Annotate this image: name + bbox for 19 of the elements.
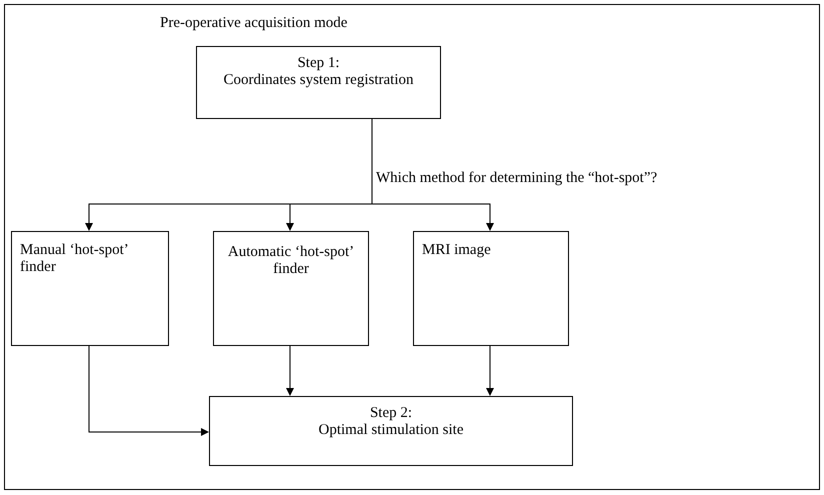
question-label: Which method for determining the “hot-spot”? — [376, 170, 658, 187]
arrow — [486, 344, 494, 396]
frame — [4, 4, 820, 490]
arrow — [286, 344, 294, 396]
process-box — [213, 231, 369, 346]
arrow — [88, 344, 209, 436]
box-text: Automatic ‘hot-spot’ finder — [226, 244, 356, 278]
box-text: Manual ‘hot-spot’ finder — [20, 242, 129, 276]
arrow — [372, 118, 494, 231]
process-box — [413, 231, 569, 346]
process-box — [196, 46, 441, 119]
box-text: MRI image — [422, 242, 492, 259]
box-text: Step 2: — [368, 405, 414, 422]
box-text: Optimal stimulation site — [318, 422, 464, 439]
process-box — [209, 396, 573, 466]
frame-title: Pre-operative acquisition mode — [160, 15, 348, 32]
process-box — [11, 231, 169, 346]
box-text: Step 1: — [296, 55, 341, 72]
box-text: Coordinates system registration — [222, 72, 414, 89]
